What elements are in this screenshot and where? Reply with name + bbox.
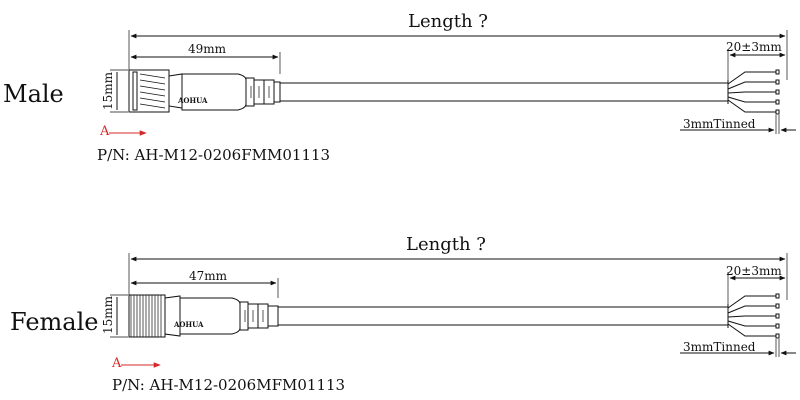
male-strip-length: 20±3mm: [726, 40, 782, 54]
male-diagram: Male Length ? 49mm 15mm AOHUA: [3, 11, 796, 164]
logo-text: AOHUA: [173, 320, 204, 329]
female-length-label: Length ?: [406, 234, 486, 255]
female-label: Female: [10, 308, 99, 336]
female-tinned-length: 3mmTinned: [683, 340, 756, 354]
male-part-number: P/N: AH-M12-0206FMM01113: [97, 146, 330, 164]
female-connector-length: 47mm: [189, 269, 228, 283]
male-connector: AOHUA: [128, 69, 281, 113]
male-label: Male: [3, 80, 64, 108]
female-wires: [727, 293, 780, 339]
female-strip-length: 20±3mm: [726, 264, 782, 278]
logo-text: AOHUA: [177, 96, 208, 105]
female-connector: AOHUA: [128, 294, 279, 338]
male-wires: [727, 69, 780, 115]
male-diameter: 15mm: [101, 71, 115, 110]
female-diagram: Female Length ? 47mm 15mm AOHUA: [10, 234, 796, 394]
male-view-marker: A: [99, 124, 110, 139]
female-view-marker: A: [111, 356, 122, 371]
male-tinned-length: 3mmTinned: [683, 117, 756, 131]
male-connector-length: 49mm: [188, 42, 227, 56]
female-part-number: P/N: AH-M12-0206MFM01113: [112, 376, 345, 394]
male-length-label: Length ?: [408, 11, 488, 32]
female-diameter: 15mm: [101, 295, 115, 334]
